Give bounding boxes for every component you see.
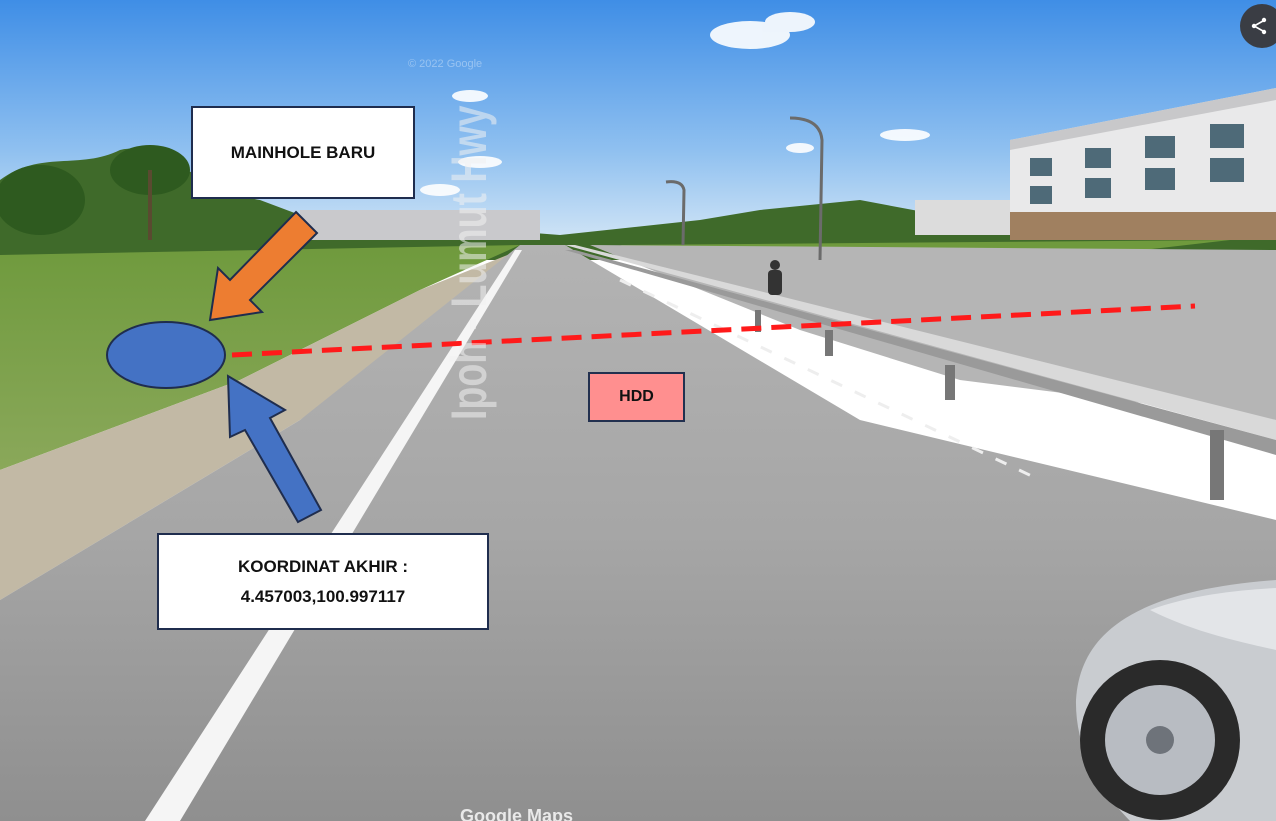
- koordinat-title: KOORDINAT AKHIR :: [238, 556, 408, 576]
- orange-arrow-icon: [208, 210, 319, 322]
- guardrail: [565, 245, 1276, 500]
- mainhole-label-box: MAINHOLE BARU: [191, 106, 415, 199]
- shophouse-building: [915, 88, 1276, 240]
- road-right-lane: [590, 245, 1276, 420]
- palm-tree: [0, 145, 190, 240]
- koordinat-value: 4.457003,100.997117: [240, 586, 406, 606]
- hdd-route-line: [231, 303, 1196, 358]
- share-icon: [1251, 17, 1267, 35]
- hdd-label: HDD: [619, 388, 654, 405]
- blue-arrow-icon: [226, 374, 323, 524]
- koordinat-label-box: KOORDINAT AKHIR : 4.457003,100.997117: [157, 533, 489, 630]
- motorcycle: [768, 260, 782, 295]
- road-name-marking: Ipoh - Lumut Hwy: [441, 105, 497, 420]
- copyright-watermark: © 2022 Google: [408, 58, 483, 70]
- google-maps-watermark: Google Maps: [460, 806, 574, 821]
- share-button[interactable]: [1240, 4, 1276, 48]
- hdd-label-box: HDD: [588, 372, 685, 422]
- clouds: [420, 12, 930, 196]
- mainhole-label: MAINHOLE BARU: [230, 142, 376, 162]
- manhole-marker: [106, 321, 226, 389]
- road-main: [0, 245, 1276, 821]
- grass-left: [0, 245, 520, 470]
- silver-car: [1075, 580, 1276, 821]
- distant-buildings: [300, 210, 540, 240]
- streetlights: [665, 116, 824, 261]
